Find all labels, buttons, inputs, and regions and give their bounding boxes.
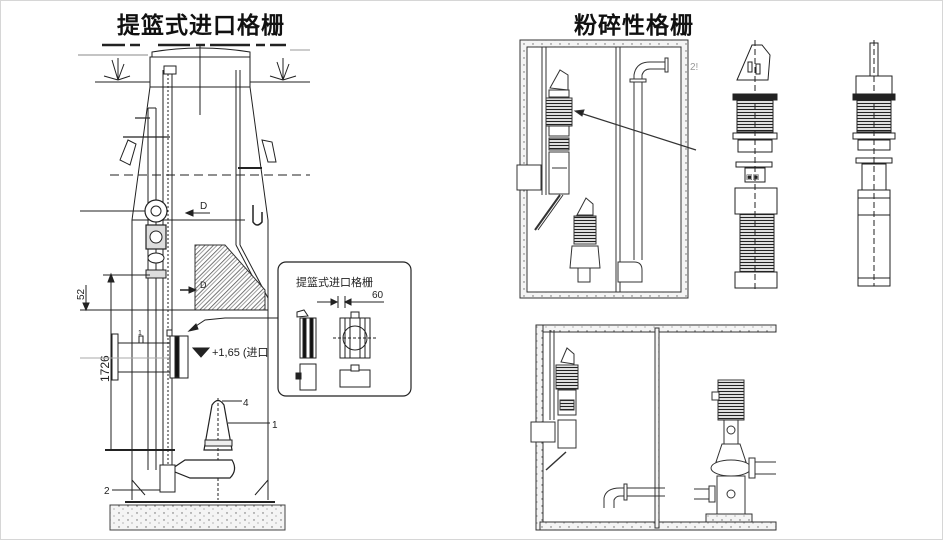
inset-title: 提篮式进口格栅 <box>296 275 373 289</box>
basket-inlet-screen-title: 提篮式进口格栅 <box>117 13 285 39</box>
grinder-screen-title: 粉碎性格栅 <box>574 13 694 39</box>
grinder-inline-installation <box>530 324 777 531</box>
pipe-tag: 1 <box>138 330 142 337</box>
dimension-52: 52 <box>76 288 87 300</box>
callout-4: 4 <box>243 398 249 409</box>
pipe-tag-2: 2! <box>690 62 698 73</box>
section-marker-d: D <box>200 201 207 212</box>
grinder-front-elevation: ▣▣ <box>732 40 778 292</box>
grass-icon <box>103 58 297 81</box>
callout-1: 1 <box>272 420 278 431</box>
grinder-side-elevation <box>852 40 896 287</box>
callout-2: 2 <box>104 486 110 497</box>
section-marker-d-2: D <box>200 280 207 290</box>
basket-inlet-pump-station: D D 52 1726 1 +1,65 (进口 <box>76 43 310 531</box>
basket-detail-inset: 提篮式进口格栅 60 <box>277 261 412 397</box>
water-level-label: +1,65 (进口 <box>212 346 269 359</box>
spacing-dimension-60: 60 <box>372 290 384 301</box>
dimension-1726: 1726 <box>98 355 112 382</box>
grinder-section-view: 2! <box>516 39 698 299</box>
grinder-logo-plate: ▣▣ <box>746 174 759 181</box>
